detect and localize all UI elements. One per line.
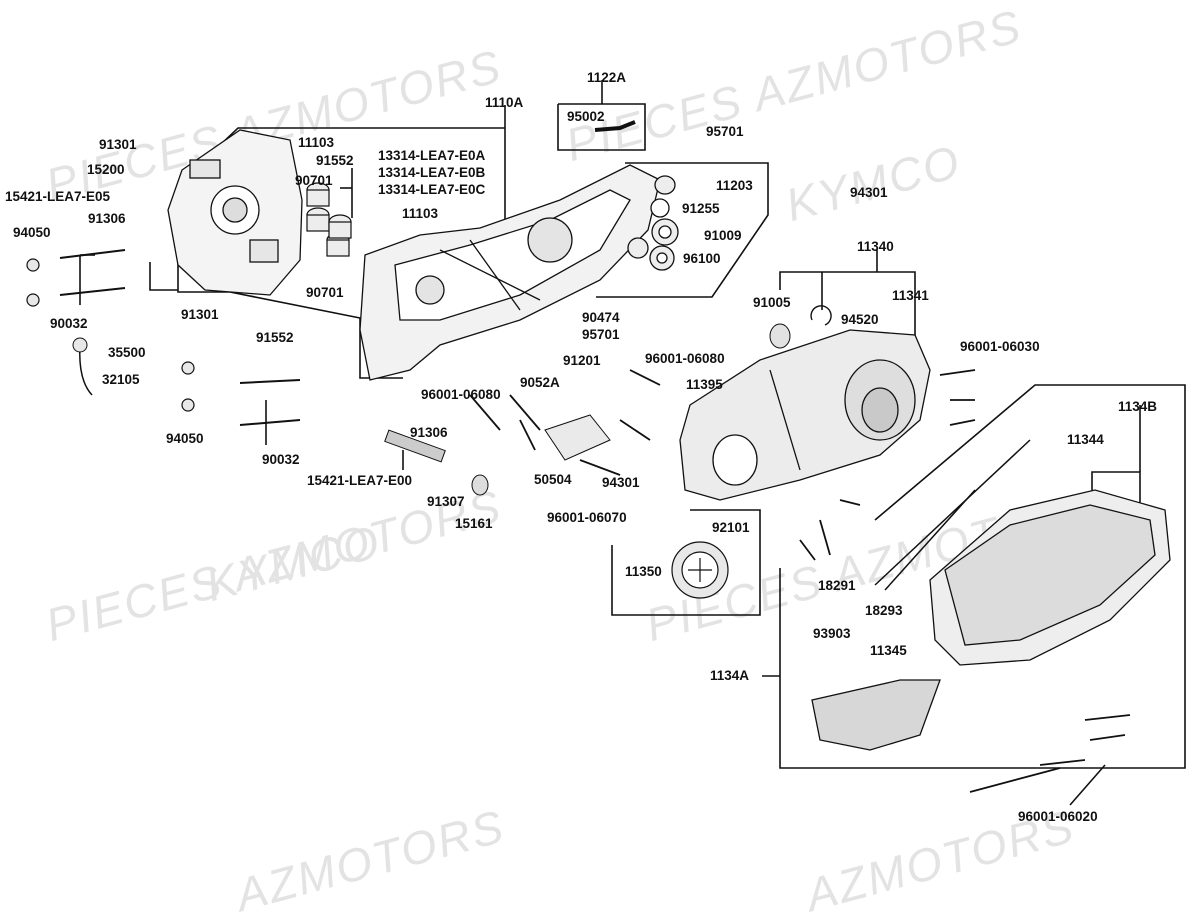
decal-pad (811, 679, 941, 751)
part-label: 94520 (841, 312, 879, 327)
part-label: 96001-06080 (421, 387, 501, 402)
part-label: 91201 (563, 353, 601, 368)
part-label: 96001-06030 (960, 339, 1040, 354)
part-label: 18291 (818, 578, 856, 593)
part-label: 96001-06080 (645, 351, 725, 366)
part-label: 90701 (295, 173, 333, 188)
part-label: 1134A (710, 668, 750, 683)
kick-shaft (384, 429, 446, 463)
part-label: 94301 (602, 475, 640, 490)
part-label: 91552 (256, 330, 294, 345)
left-crankcase (167, 129, 303, 296)
part-label: 11340 (857, 239, 894, 254)
circlip (810, 305, 832, 326)
part-label: 15421-LEA7-E05 (5, 189, 111, 204)
part-label: 11103 (402, 206, 439, 221)
part-label: 96001-06020 (1018, 809, 1098, 824)
part-label: 91255 (682, 201, 720, 216)
part-label: 11344 (1067, 432, 1104, 447)
part-label: 15421-LEA7-E00 (307, 473, 413, 488)
part-label: 95002 (567, 109, 605, 124)
part-label: 91301 (99, 137, 137, 152)
part-label: 13314-LEA7-E0C (378, 182, 486, 197)
part-label: 15161 (455, 516, 493, 531)
part-label: 96001-06070 (547, 510, 627, 525)
part-label: 11395 (686, 377, 723, 392)
sensor-wire (79, 344, 93, 396)
part-label: 13314-LEA7-E0B (378, 165, 486, 180)
sensor (72, 337, 88, 353)
part-label: 90474 (582, 310, 620, 325)
part-label: 35500 (108, 345, 146, 360)
part-label: 1122A (587, 70, 627, 85)
breather-hose (594, 120, 636, 132)
inspection-cover (671, 541, 729, 599)
part-label: 90032 (262, 452, 300, 467)
part-label: 91301 (181, 307, 219, 322)
vent-tube (884, 489, 976, 591)
oil-seal (769, 323, 791, 349)
part-label: 90701 (306, 285, 344, 300)
bearing-parts (627, 175, 679, 271)
cover-bolts (469, 369, 1131, 793)
part-label: 91306 (410, 425, 448, 440)
part-label: 90032 (50, 316, 88, 331)
part-label: 96100 (683, 251, 721, 266)
part-label: 1110A (485, 95, 524, 110)
part-label: 15200 (87, 162, 125, 177)
callout-frame (149, 262, 178, 291)
leader-line (1069, 764, 1106, 806)
callout-frame (611, 509, 761, 616)
part-label: 11341 (892, 288, 929, 303)
studs-left (59, 249, 301, 426)
part-label: 91009 (704, 228, 742, 243)
part-label: 9052A (520, 375, 560, 390)
part-label: 91307 (427, 494, 465, 509)
part-label: 1134B (1118, 399, 1158, 414)
part-label: 32105 (102, 372, 140, 387)
seal (471, 474, 489, 496)
part-label: 94050 (13, 225, 51, 240)
part-label: 95701 (582, 327, 620, 342)
crankcase-cover (679, 329, 931, 501)
callout-frame (779, 271, 916, 340)
part-label: 91552 (316, 153, 354, 168)
callout-frame (779, 384, 1186, 769)
part-label: 18293 (865, 603, 903, 618)
part-label: 91306 (88, 211, 126, 226)
part-label: 50504 (534, 472, 572, 487)
callout-frame (596, 162, 769, 298)
part-label: 11350 (625, 564, 662, 579)
part-label: 13314-LEA7-E0A (378, 148, 486, 163)
vent-tube (874, 439, 1031, 586)
part-label: 11103 (298, 135, 335, 150)
nuts (26, 258, 195, 412)
main-crankcase (359, 164, 661, 381)
part-label: 11203 (716, 178, 753, 193)
part-label: 94050 (166, 431, 204, 446)
crank-bushings (306, 182, 352, 257)
part-label: 95701 (706, 124, 744, 139)
part-label: 11345 (870, 643, 907, 658)
part-label: 92101 (712, 520, 750, 535)
outer-cover (929, 489, 1171, 666)
bracket (544, 414, 611, 461)
callout-frame (557, 103, 646, 151)
part-label: 93903 (813, 626, 851, 641)
callout-frame (1091, 471, 1141, 510)
part-label: 91005 (753, 295, 791, 310)
exploded-parts-diagram (26, 80, 1186, 806)
part-label: 94301 (850, 185, 888, 200)
